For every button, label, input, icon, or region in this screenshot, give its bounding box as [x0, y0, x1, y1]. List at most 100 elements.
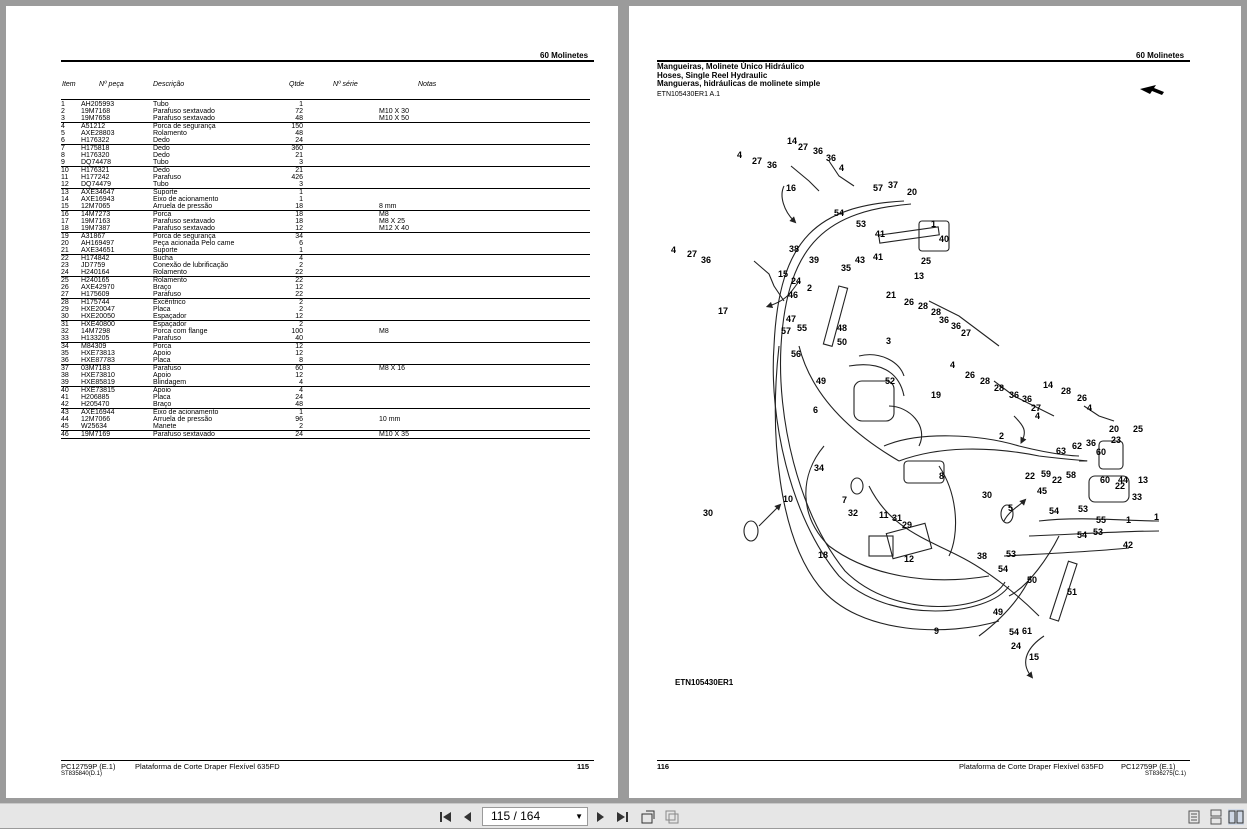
cell-notes — [379, 299, 590, 307]
cell-serial — [303, 137, 379, 145]
cell-item: 43 — [61, 409, 69, 416]
cell-quantity: 12 — [283, 313, 303, 321]
cell-description: Eixo de acionamento — [153, 196, 219, 203]
callout-label: 36 — [939, 315, 949, 325]
callout-label: 1 — [1126, 515, 1131, 525]
callout-label: 40 — [939, 234, 949, 244]
cell-quantity: 34 — [295, 233, 303, 240]
cell-serial — [303, 387, 379, 395]
table-header-rule — [61, 99, 590, 100]
cell-notes — [379, 350, 590, 357]
cell-quantity: 426 — [291, 174, 303, 181]
rotate-icon[interactable] — [640, 809, 656, 825]
cell-description: Peça acionada Pelo came — [153, 240, 235, 247]
footer-page-number: 115 — [577, 762, 590, 771]
callout-label: 28 — [994, 383, 1004, 393]
continuous-view-icon[interactable] — [1208, 809, 1224, 825]
cell-serial — [303, 306, 379, 313]
cell-quantity: 18 — [295, 211, 303, 218]
callout-label: 41 — [873, 252, 883, 262]
callout-label: 18 — [818, 550, 828, 560]
two-page-view-icon[interactable] — [1228, 809, 1244, 825]
first-page-icon[interactable] — [438, 809, 454, 825]
callout-label: 54 — [1009, 627, 1019, 637]
cell-item: 44 — [61, 416, 69, 423]
callout-label: 53 — [1078, 504, 1088, 514]
cell-part-number: AH205993 — [81, 101, 115, 108]
figure-id-label: ETN105430ER1 — [675, 678, 734, 687]
cell-serial — [303, 189, 379, 197]
callout-label: 12 — [904, 554, 914, 564]
callout-label: 5 — [1008, 503, 1013, 513]
copy-pages-icon[interactable] — [664, 809, 680, 825]
callout-label: 4 — [1035, 411, 1040, 421]
callout-label: 36 — [767, 160, 777, 170]
page-number-select[interactable]: 115 / 164 ▼ — [482, 807, 588, 826]
cell-part-number: 19M7163 — [81, 218, 111, 225]
cell-item: 27 — [61, 291, 81, 299]
cell-quantity: 2 — [299, 299, 303, 306]
cell-notes — [379, 313, 590, 321]
cell-item: 21 — [61, 247, 81, 255]
cell-item: 34 — [61, 343, 69, 350]
cell-serial — [303, 299, 379, 307]
diagram-title-pt: Mangueiras, Molinete Único Hidráulico — [657, 62, 805, 71]
callout-label: 50 — [1027, 575, 1037, 585]
cell-part-number: 03M7183 — [81, 365, 111, 372]
cell-item: 39 — [61, 379, 81, 387]
callout-label: 9 — [934, 626, 939, 636]
cell-notes — [379, 247, 590, 255]
cell-part-number: 19M7658 — [81, 115, 153, 123]
prev-page-icon[interactable] — [460, 809, 476, 825]
callout-label: 35 — [841, 263, 851, 273]
cell-quantity: 360 — [291, 145, 303, 152]
page-116: 60 Molinetes Mangueiras, Molinete Único … — [629, 6, 1241, 798]
cell-notes — [379, 357, 590, 365]
cell-serial — [303, 152, 379, 159]
cell-serial — [303, 145, 379, 153]
callout-label: 55 — [797, 323, 807, 333]
cell-description: Dedo — [153, 152, 170, 159]
cell-serial — [303, 196, 379, 203]
cell-item: 19 — [61, 233, 69, 240]
cell-part-number: HXE20047 — [81, 306, 115, 313]
callout-label: 55 — [1096, 515, 1106, 525]
cell-serial — [303, 365, 379, 373]
cell-quantity: 96 — [295, 416, 303, 423]
callout-label: 29 — [902, 520, 912, 530]
next-page-icon[interactable] — [592, 809, 608, 825]
footer-title: Plataforma de Corte Draper Flexível 635F… — [135, 762, 280, 771]
cell-quantity: 12 — [295, 372, 303, 379]
cell-quantity: 1 — [299, 409, 303, 416]
cell-notes: 10 mm — [379, 416, 401, 423]
cell-part-number: AXE16943 — [81, 196, 115, 203]
single-page-view-icon[interactable] — [1186, 809, 1202, 825]
cell-part-number: H205470 — [81, 401, 153, 409]
last-page-icon[interactable] — [614, 809, 630, 825]
cell-notes — [379, 189, 590, 197]
cell-item: 12 — [61, 181, 81, 189]
cell-description: Rolamento — [153, 130, 187, 137]
cell-part-number: 12M7065 — [81, 203, 153, 211]
direction-arrow-icon — [1140, 85, 1164, 95]
callout-label: 38 — [789, 244, 799, 254]
page-115: 60 Molinetes Item Nº peça Descrição Qtde… — [6, 6, 618, 798]
callout-label: 10 — [783, 494, 793, 504]
cell-description: Manete — [153, 423, 283, 431]
cell-part-number: A51212 — [81, 123, 106, 130]
cell-notes — [379, 137, 590, 145]
cell-item: 28 — [61, 299, 69, 306]
chevron-down-icon: ▼ — [575, 812, 583, 821]
callout-label: 47 — [786, 314, 796, 324]
cell-quantity: 18 — [283, 203, 303, 211]
